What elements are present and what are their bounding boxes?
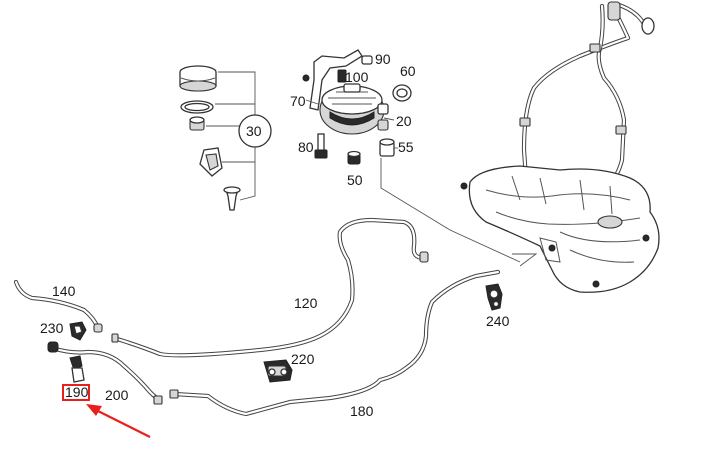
highlight-box-190	[62, 384, 90, 401]
clip-190	[69, 355, 85, 383]
fuel-tank-assembly	[460, 1, 660, 293]
label-220: 220	[291, 351, 315, 367]
label-100: 100	[345, 69, 369, 85]
label-50: 50	[347, 172, 363, 188]
label-80: 80	[298, 139, 314, 155]
label-180: 180	[350, 403, 374, 419]
label-20: 20	[396, 113, 412, 129]
part-30-mount-assembly	[179, 65, 272, 211]
label-230: 230	[40, 320, 64, 336]
fuel-line-200	[47, 341, 163, 405]
label-55: 55	[398, 139, 414, 155]
label-140: 140	[52, 283, 76, 299]
fuel-line-120	[111, 217, 429, 358]
label-240: 240	[486, 313, 510, 329]
label-190: 190	[65, 384, 89, 400]
label-200: 200	[105, 387, 129, 403]
label-30: 30	[246, 123, 262, 139]
clip-230	[69, 321, 87, 341]
label-90: 90	[375, 51, 391, 67]
label-120: 120	[294, 295, 318, 311]
bracket-240	[485, 283, 503, 311]
label-60: 60	[400, 63, 416, 79]
highlight-arrow	[86, 404, 151, 438]
clamp-220	[263, 359, 293, 383]
label-70: 70	[290, 93, 306, 109]
fuel-line-180	[169, 269, 501, 417]
fuel-line-140	[13, 279, 103, 333]
fuel-pump-module	[302, 49, 412, 165]
